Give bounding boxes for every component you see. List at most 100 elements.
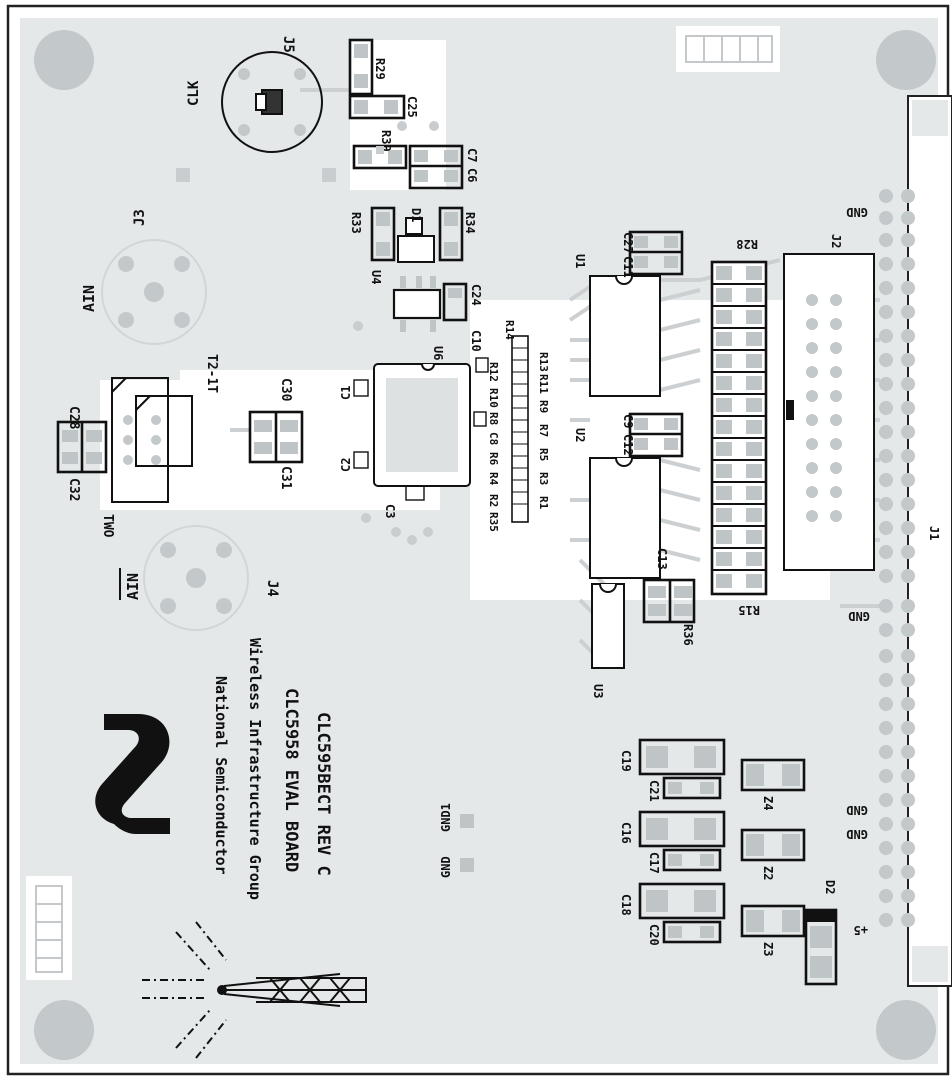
label-c11: C11: [621, 256, 635, 278]
label-r2: R2: [487, 494, 500, 507]
label-c28: C28: [66, 406, 81, 430]
cap-c19-c21: [638, 738, 726, 800]
label-t2: T2-1T: [204, 354, 219, 393]
label-j5: J5: [280, 36, 296, 53]
label-u6: U6: [431, 346, 445, 360]
cap-c18-c20: [638, 882, 726, 944]
resistor-ladder: [511, 335, 529, 523]
label-c6: C6: [465, 168, 479, 182]
label-ain: AIN: [80, 285, 98, 312]
label-gnd-low2: GND: [846, 827, 868, 841]
cap-c8: [473, 411, 487, 427]
label-gnd-mid: GND: [848, 609, 870, 623]
label-u2: U2: [573, 428, 587, 442]
label-c27: C27: [621, 232, 635, 254]
label-r36: R36: [681, 624, 695, 646]
cap-c1: [353, 379, 369, 397]
header-bottom: [26, 876, 72, 980]
label-r29: R29: [373, 58, 387, 80]
label-c25: C25: [405, 96, 419, 118]
diode-d2: [804, 908, 838, 986]
label-c10: C10: [469, 330, 483, 352]
label-c12: C12: [621, 434, 635, 456]
label-j3: J3: [132, 209, 148, 226]
label-c16: C16: [619, 822, 633, 844]
label-r9: R9: [537, 400, 550, 413]
label-j1: J1: [927, 526, 941, 540]
label-gnd-low1: GND: [846, 803, 868, 817]
label-r28: R28: [736, 237, 758, 251]
label-d1: D1: [409, 208, 423, 222]
testpoint-gnd: [460, 858, 474, 872]
chip-u1: [589, 275, 661, 397]
label-z4: Z4: [761, 796, 775, 810]
cap-c28-c32: [56, 420, 108, 474]
label-c3: C3: [383, 504, 397, 518]
label-c24: C24: [469, 284, 483, 306]
resistor-array: [710, 260, 768, 596]
label-j4: J4: [264, 580, 280, 597]
logo-text-line2: Wireless Infrastructure Group: [246, 638, 264, 900]
label-r3: R3: [537, 472, 550, 485]
board-revision: CLC595BECT REV C: [313, 712, 333, 876]
vias: [176, 121, 439, 545]
connector-j2: [783, 253, 875, 571]
label-c20: C20: [647, 924, 661, 946]
label-c7: C7: [465, 148, 479, 162]
connector-j5: [221, 51, 323, 153]
label-clk: CLK: [186, 80, 202, 106]
label-j2: J2: [829, 234, 843, 248]
label-c21: C21: [647, 780, 661, 802]
label-r13: R13: [537, 352, 550, 372]
label-r33: R33: [349, 212, 363, 234]
label-c32: C32: [66, 478, 81, 501]
cap-c27-c11: [628, 230, 684, 276]
label-ain-bar: AIN: [124, 573, 142, 600]
header-top: [676, 26, 780, 72]
label-r12: R12: [487, 362, 500, 382]
label-u4: U4: [369, 270, 383, 284]
label-r7: R7: [537, 424, 550, 437]
cap-c7-c6: [352, 144, 464, 190]
connector-j1-pins: [879, 189, 915, 927]
label-gnd1: GND1: [439, 803, 453, 832]
label-d2: D2: [823, 880, 837, 894]
logo-text-line1: National Semiconductor: [212, 676, 230, 875]
label-z3: Z3: [761, 942, 775, 956]
label-gnd-tp: GND: [439, 856, 453, 878]
label-two: TWO: [100, 514, 115, 538]
label-r14: R14: [503, 320, 516, 340]
zener-z3: [740, 904, 806, 938]
connector-j4: [143, 525, 249, 631]
chip-u6: [373, 363, 471, 487]
mounting-holes: [34, 30, 936, 1060]
cap-c16-c17: [638, 810, 726, 872]
cap-c30-c31: [248, 410, 304, 464]
chip-u4: [392, 276, 468, 332]
label-u1: U1: [573, 254, 587, 268]
label-c9: C9: [621, 414, 635, 428]
cap-c2: [353, 451, 369, 469]
label-r34: R34: [463, 212, 477, 234]
transformer-t2: [111, 377, 193, 503]
label-r11: R11: [537, 374, 550, 394]
label-plus5: +5: [854, 923, 868, 937]
zener-z4: [740, 758, 806, 792]
cap-c9-c12: [628, 412, 684, 458]
label-r35: R35: [487, 512, 500, 532]
label-r5: R5: [537, 448, 550, 461]
chip-u2: [589, 457, 661, 579]
antenna-icon: [142, 921, 367, 1059]
label-c30: C30: [278, 378, 293, 402]
board-title: CLC5958 EVAL BOARD: [281, 688, 301, 872]
cap-c3: [405, 485, 425, 501]
label-z2: Z2: [761, 866, 775, 880]
connector-j3: [101, 239, 207, 345]
label-c19: C19: [619, 750, 633, 772]
label-c1: C1: [339, 386, 353, 400]
diode-d1-group: [370, 206, 464, 263]
label-u3: U3: [591, 684, 605, 698]
res-r36: [642, 578, 696, 624]
label-r10: R10: [487, 388, 500, 408]
